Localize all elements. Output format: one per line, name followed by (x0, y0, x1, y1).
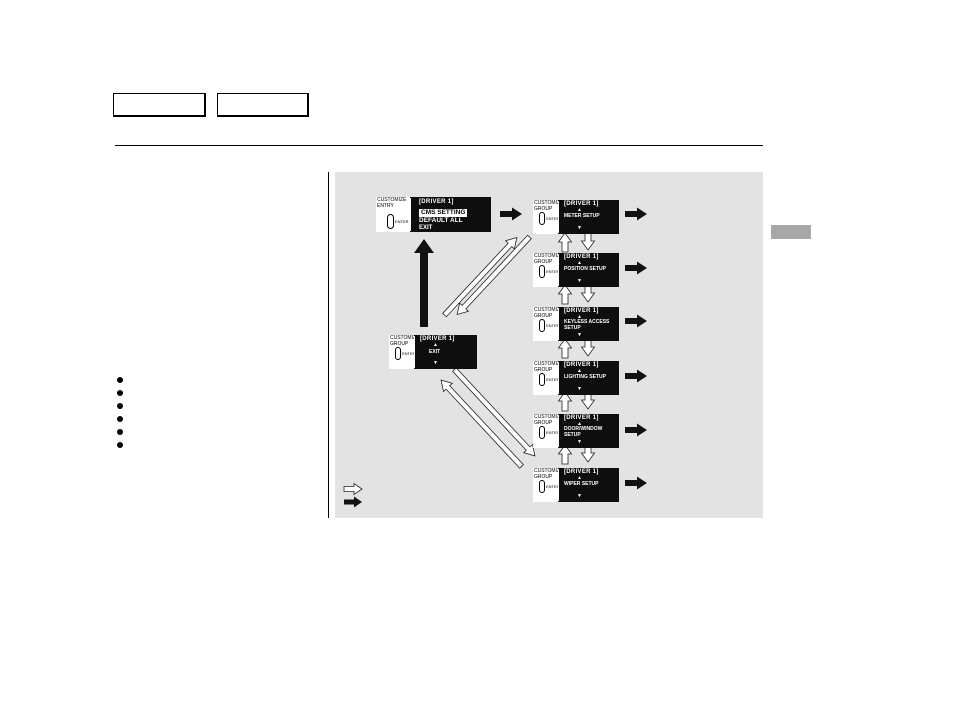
header-rule (115, 145, 763, 146)
list-bullet (117, 442, 123, 448)
screen-label: CUSTOMIZE GROUP (534, 468, 564, 480)
selector-knob-icon (539, 426, 545, 439)
selector-knob-icon (539, 212, 545, 225)
screen-title: [DRIVER 1] (564, 469, 599, 475)
screen-title: [DRIVER 1] (419, 199, 454, 205)
selector-knob-icon (387, 214, 394, 229)
selector-knob-icon (539, 480, 545, 493)
enter-label: ENTER (546, 323, 560, 328)
enter-label: ENTER (395, 219, 409, 224)
screen-label: CUSTOMIZE GROUP (534, 253, 564, 265)
scroll-down-icon: ▼ (577, 278, 582, 284)
list-bullet (117, 403, 123, 409)
scroll-up-icon: ▲ (577, 314, 582, 320)
enter-label: ENTER (546, 484, 560, 489)
list-bullet (117, 377, 123, 383)
scroll-up-icon: ▲ (577, 368, 582, 374)
screen-label: CUSTOMIZE GROUP (390, 335, 420, 347)
selector-knob-icon (539, 373, 545, 386)
enter-label: ENTER (402, 351, 416, 356)
selector-knob-icon (539, 265, 545, 278)
selector-knob-icon (539, 319, 545, 332)
customize-entry-screen: CUSTOMIZE ENTRY ENTER [DRIVER 1] CMS SET… (376, 197, 491, 232)
scroll-up-icon: ▲ (577, 475, 582, 481)
header-tab-2[interactable] (217, 93, 309, 117)
screen-label: CUSTOMIZE GROUP (534, 414, 564, 426)
position-setup-screen: CUSTOMIZE GROUP ENTER [DRIVER 1] ▲ POSIT… (533, 253, 619, 287)
scroll-up-icon: ▲ (433, 342, 438, 348)
screen-title: [DRIVER 1] (420, 336, 455, 342)
lighting-setup-screen: CUSTOMIZE GROUP ENTER [DRIVER 1] ▲ LIGHT… (533, 361, 619, 395)
exit-screen: CUSTOMIZE GROUP ENTER [DRIVER 1] ▲ EXIT … (389, 335, 477, 369)
screen-item: LIGHTING SETUP (564, 374, 606, 380)
list-bullet (117, 429, 123, 435)
section-tab[interactable] (771, 225, 811, 239)
screen-title: [DRIVER 1] (564, 308, 599, 314)
screen-title: [DRIVER 1] (564, 254, 599, 260)
enter-label: ENTER (546, 216, 560, 221)
legend-black-arrow (344, 496, 362, 508)
screen-label: CUSTOMIZE GROUP (534, 307, 564, 319)
keyless-access-setup-screen: CUSTOMIZE GROUP ENTER [DRIVER 1] ▲ KEYLE… (533, 307, 619, 341)
header-tab-1[interactable] (113, 93, 206, 117)
scroll-up-icon: ▲ (577, 260, 582, 266)
meter-setup-screen: CUSTOMIZE GROUP ENTER [DRIVER 1] ▲ METER… (533, 200, 619, 234)
enter-label: ENTER (546, 269, 560, 274)
scroll-down-icon: ▼ (577, 225, 582, 231)
scroll-down-icon: ▼ (577, 493, 582, 499)
list-bullet (117, 416, 123, 422)
enter-label: ENTER (546, 377, 560, 382)
scroll-down-icon: ▼ (433, 360, 438, 366)
scroll-down-icon: ▼ (577, 386, 582, 392)
option-cms-setting: CMS SETTING (419, 209, 468, 217)
legend-white-arrow (343, 482, 363, 496)
screen-item: DOOR/WINDOW SETUP (564, 426, 603, 438)
scroll-up-icon: ▲ (577, 207, 582, 213)
list-bullet (117, 390, 123, 396)
door-window-setup-screen: CUSTOMIZE GROUP ENTER [DRIVER 1] ▲ DOOR/… (533, 414, 619, 448)
scroll-down-icon: ▼ (577, 439, 582, 445)
screen-label: CUSTOMIZE ENTRY (377, 197, 407, 209)
enter-label: ENTER (546, 430, 560, 435)
screen-label: CUSTOMIZE GROUP (534, 361, 564, 373)
screen-item: POSITION SETUP (564, 266, 606, 272)
selector-knob-icon (395, 347, 401, 360)
screen-item: EXIT (429, 349, 441, 355)
screen-item: METER SETUP (564, 213, 600, 219)
scroll-down-icon: ▼ (577, 332, 582, 338)
screen-label: CUSTOMIZE GROUP (534, 200, 564, 212)
option-exit: EXIT (419, 225, 433, 231)
screen-item: WIPER SETUP (564, 481, 599, 487)
screen-title: [DRIVER 1] (564, 201, 599, 207)
scroll-up-icon: ▲ (577, 421, 582, 427)
wiper-setup-screen: CUSTOMIZE GROUP ENTER [DRIVER 1] ▲ WIPER… (533, 468, 619, 502)
option-default-all: DEFAULT ALL (419, 217, 463, 224)
screen-title: [DRIVER 1] (564, 362, 599, 368)
column-rule (328, 172, 329, 518)
screen-title: [DRIVER 1] (564, 415, 599, 421)
screen-item: KEYLESS ACCESS SETUP (564, 319, 610, 331)
